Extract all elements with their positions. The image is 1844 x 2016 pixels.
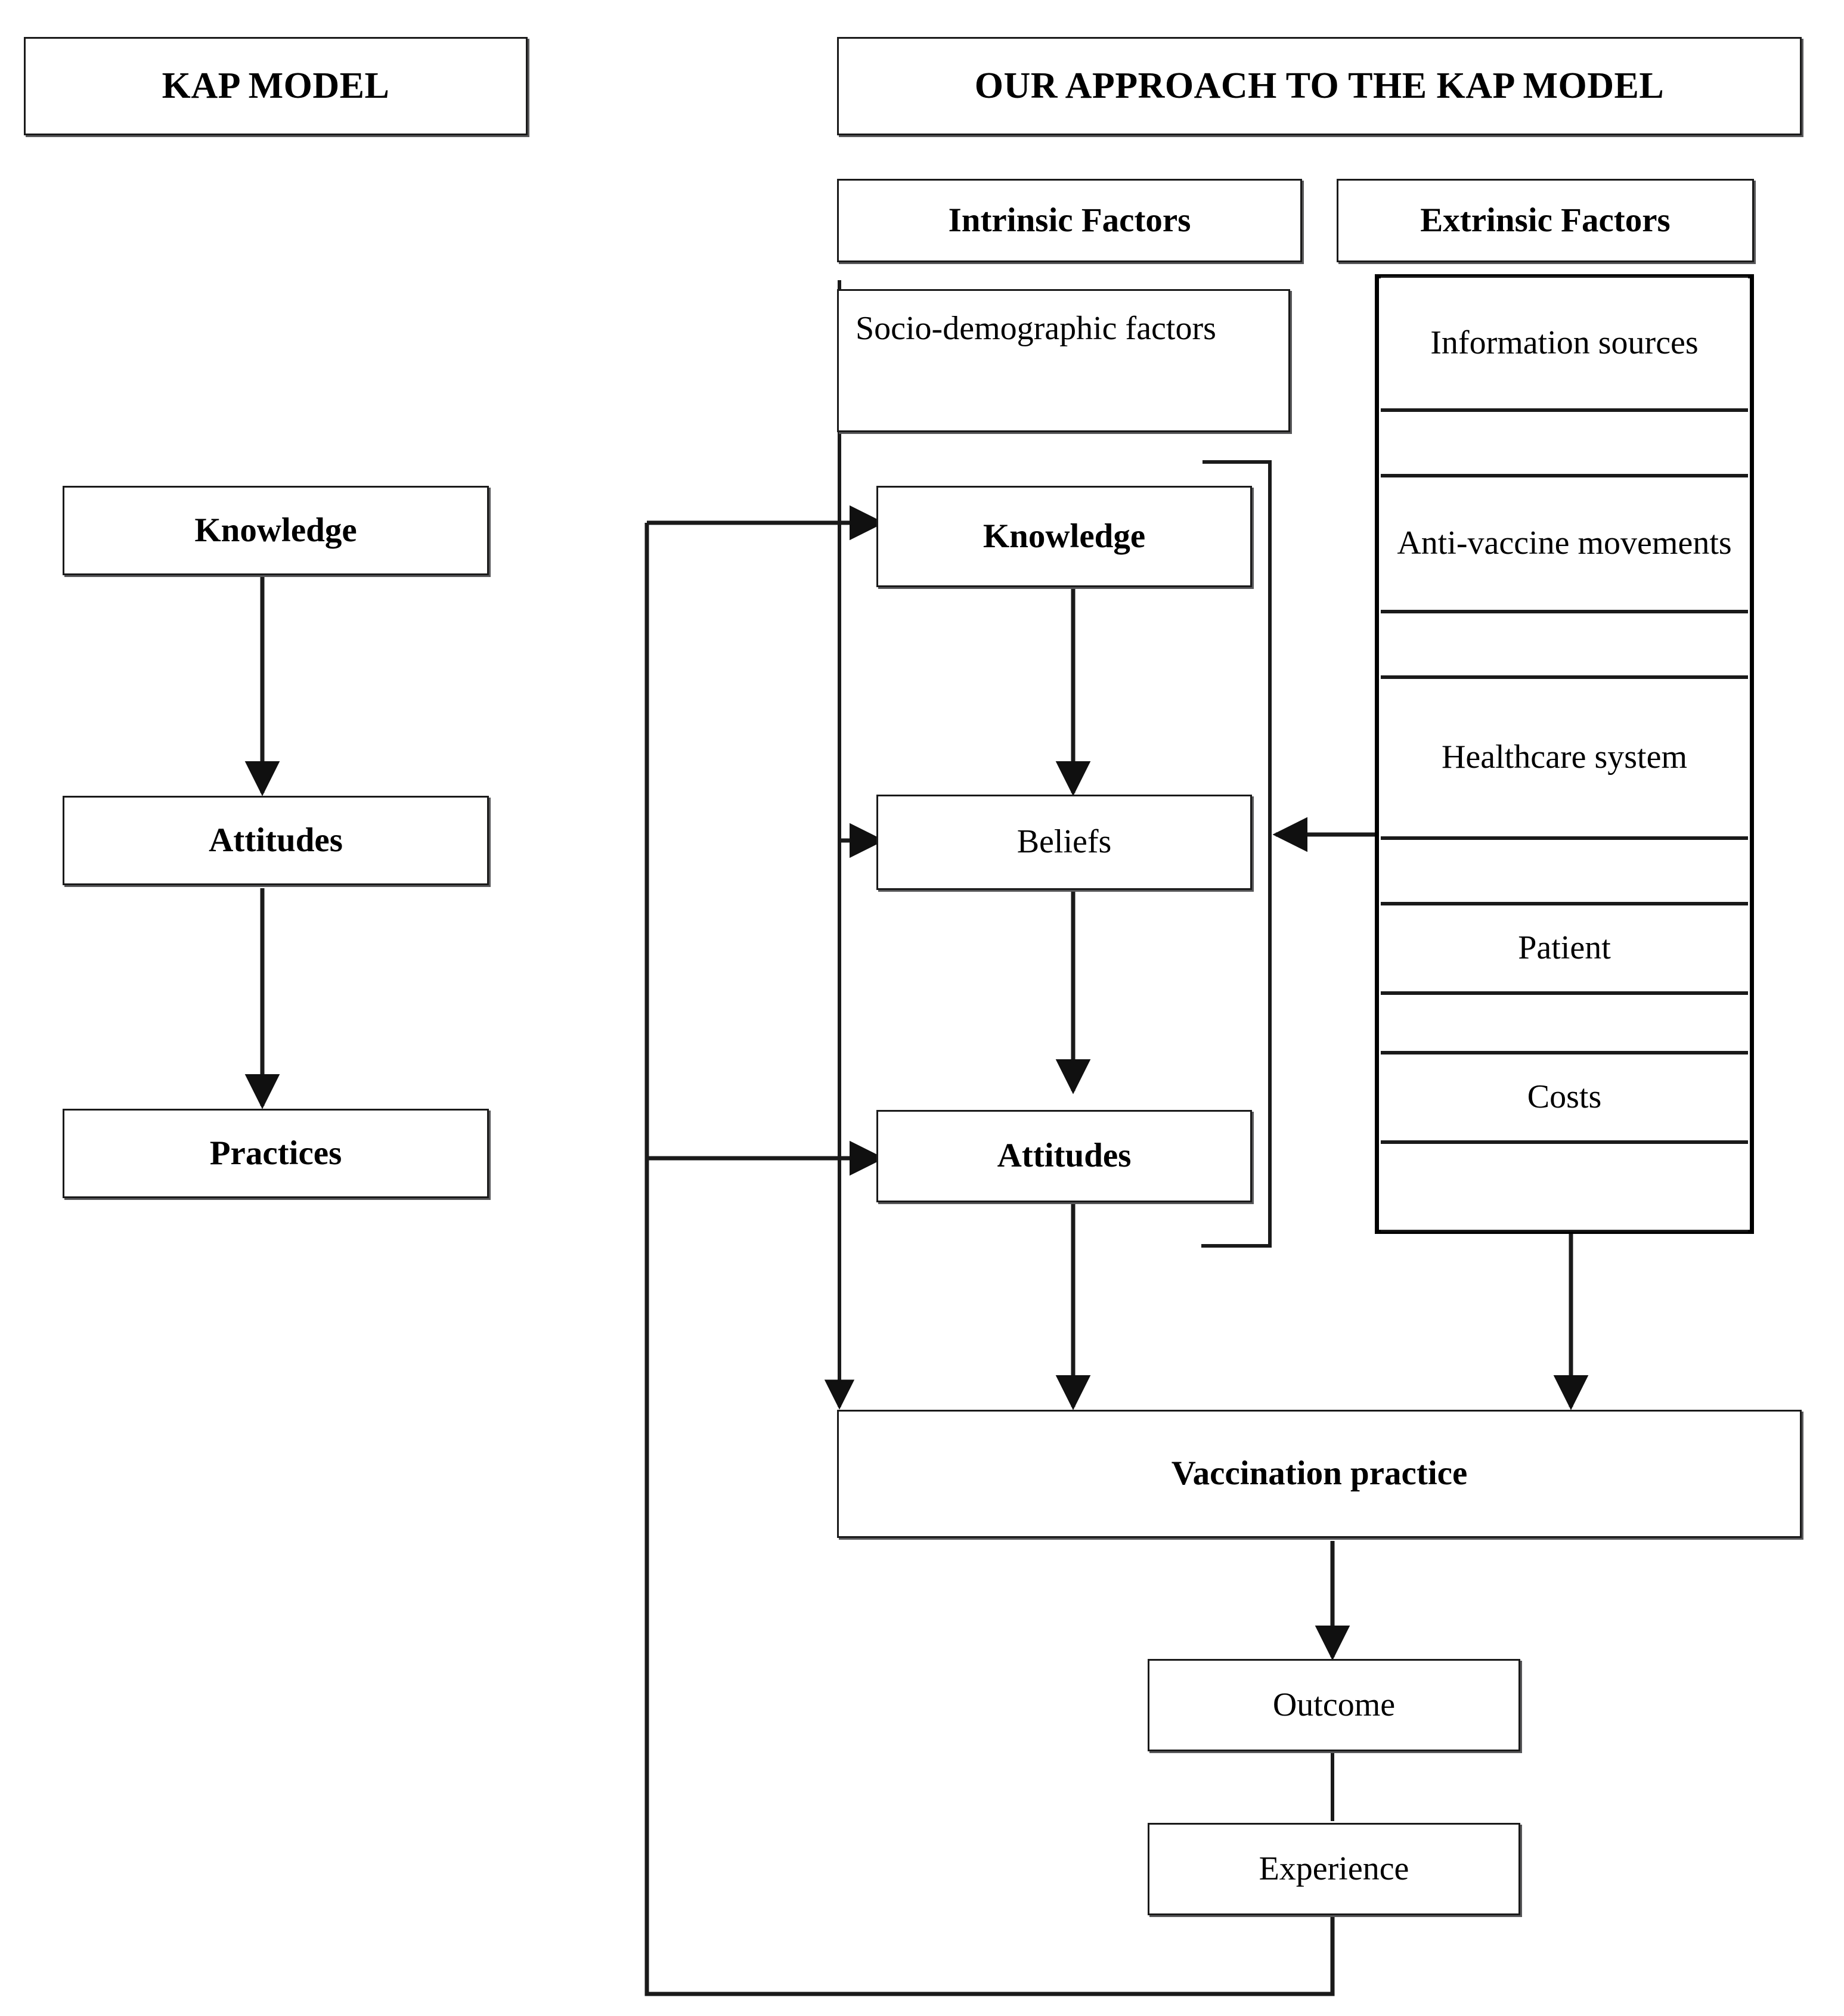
extrinsic-spacer-3: [1381, 838, 1748, 904]
feedback-loop-path: [644, 523, 1335, 1996]
left-node-attitudes: Attitudes: [63, 796, 489, 885]
intrinsic-factors-header: Intrinsic Factors: [837, 179, 1302, 262]
extrinsic-item-anti-vaccine-movements: Anti-vaccine movements: [1381, 476, 1748, 612]
extrinsic-item-patient-label: Patient: [1518, 929, 1611, 967]
left-node-knowledge-label: Knowledge: [194, 511, 357, 549]
left-node-practices-label: Practices: [209, 1134, 342, 1172]
extrinsic-item-anti-vaccine-movements-label: Anti-vaccine movements: [1397, 525, 1732, 562]
experience-label: Experience: [1259, 1850, 1409, 1887]
intrinsic-node-beliefs-label: Beliefs: [1016, 823, 1112, 861]
extrinsic-item-costs-label: Costs: [1527, 1078, 1602, 1116]
extrinsic-item-information-sources: Information sources: [1381, 276, 1748, 410]
extrinsic-item-healthcare-system: Healthcare system: [1381, 677, 1748, 838]
intrinsic-factors-header-label: Intrinsic Factors: [948, 201, 1191, 239]
socio-demographic-factors-label: Socio-demographic factors: [856, 310, 1216, 347]
intrinsic-node-attitudes-label: Attitudes: [997, 1137, 1132, 1175]
extrinsic-item-costs: Costs: [1381, 1053, 1748, 1142]
left-panel-header: KAP MODEL: [24, 37, 528, 135]
extrinsic-item-healthcare-system-label: Healthcare system: [1441, 739, 1688, 776]
left-node-knowledge: Knowledge: [63, 486, 489, 575]
vaccination-practice-label: Vaccination practice: [1171, 1454, 1468, 1493]
left-node-attitudes-label: Attitudes: [209, 821, 343, 859]
left-panel-header-label: KAP MODEL: [162, 65, 390, 106]
right-panel-header-label: OUR APPROACH TO THE KAP MODEL: [974, 65, 1665, 106]
outcome-label: Outcome: [1272, 1686, 1396, 1723]
socio-demographic-factors-box: Socio-demographic factors: [837, 289, 1290, 432]
extrinsic-spacer-2: [1381, 612, 1748, 677]
extrinsic-spacer-4: [1381, 993, 1748, 1053]
extrinsic-item-patient: Patient: [1381, 904, 1748, 993]
extrinsic-factors-header: Extrinsic Factors: [1337, 179, 1754, 262]
extrinsic-factors-header-label: Extrinsic Factors: [1420, 201, 1671, 239]
extrinsic-spacer-1: [1381, 410, 1748, 476]
experience-box: Experience: [1148, 1823, 1520, 1915]
extrinsic-spacer-5: [1381, 1142, 1748, 1232]
intrinsic-node-beliefs: Beliefs: [876, 795, 1252, 890]
outcome-box: Outcome: [1148, 1659, 1520, 1751]
intrinsic-node-attitudes: Attitudes: [876, 1110, 1252, 1202]
right-panel-header: OUR APPROACH TO THE KAP MODEL: [837, 37, 1802, 135]
left-node-practices: Practices: [63, 1109, 489, 1198]
intrinsic-node-knowledge-label: Knowledge: [983, 517, 1146, 555]
intrinsic-node-knowledge: Knowledge: [876, 486, 1252, 587]
vaccination-practice-box: Vaccination practice: [837, 1410, 1802, 1538]
extrinsic-item-information-sources-label: Information sources: [1430, 324, 1699, 361]
